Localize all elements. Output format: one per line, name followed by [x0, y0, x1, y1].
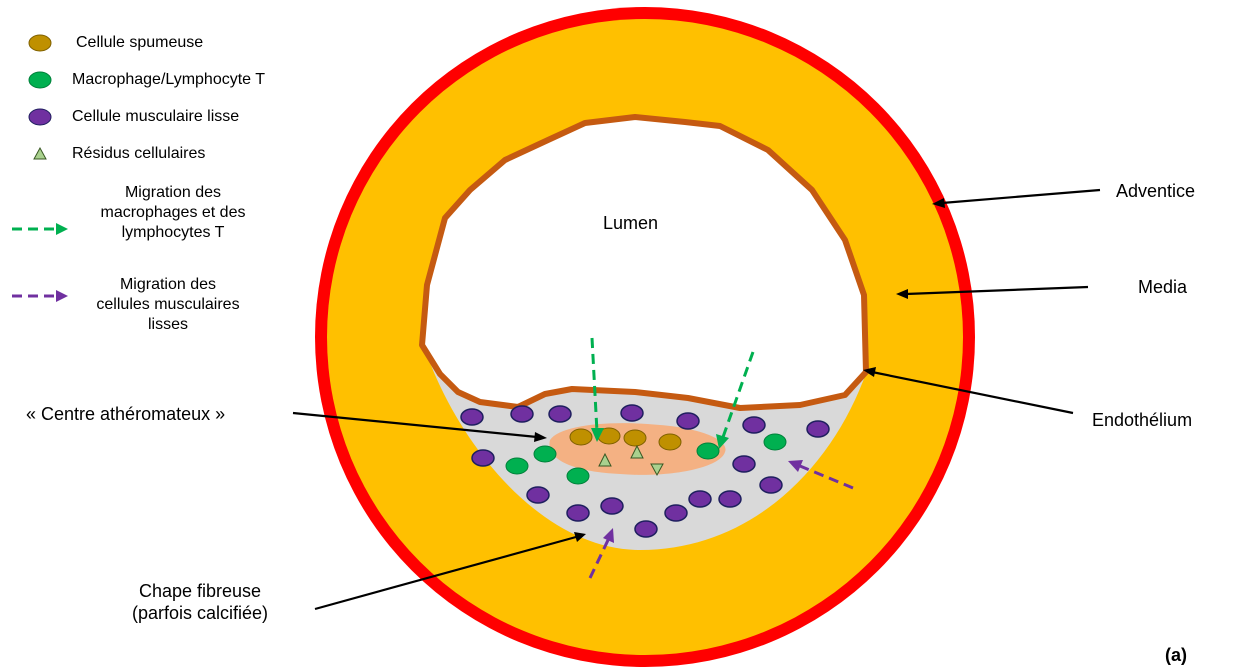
smooth-muscle-cell	[719, 491, 741, 507]
adventice-pointer	[942, 190, 1100, 203]
endothelium-label: Endothélium	[1092, 409, 1192, 431]
foam-cell	[624, 430, 646, 446]
smooth-muscle-cell	[665, 505, 687, 521]
macrophage-cell	[697, 443, 719, 459]
smooth-muscle-cell	[760, 477, 782, 493]
legend-line: macrophages et des	[78, 203, 268, 223]
legend-debris-label: Résidus cellulaires	[72, 144, 205, 164]
macrophage-cell	[506, 458, 528, 474]
smooth-muscle-cell	[807, 421, 829, 437]
legend-line: lymphocytes T	[78, 223, 268, 243]
macrophage-cell	[764, 434, 786, 450]
legend-smc-icon	[29, 109, 51, 125]
smooth-muscle-cell	[689, 491, 711, 507]
smooth-muscle-cell	[511, 406, 533, 422]
arrowhead	[56, 290, 68, 302]
adventice-label: Adventice	[1116, 180, 1195, 202]
smooth-muscle-cell	[743, 417, 765, 433]
legend-debris-icon	[34, 148, 46, 159]
legend-line: Migration des	[78, 183, 268, 203]
smooth-muscle-cell	[567, 505, 589, 521]
arrowhead	[56, 223, 68, 235]
smooth-muscle-cell	[601, 498, 623, 514]
smooth-muscle-cell	[635, 521, 657, 537]
chape-line: (parfois calcifiée)	[100, 602, 300, 624]
legend-line: lisses	[68, 315, 268, 335]
smooth-muscle-cell	[472, 450, 494, 466]
legend-migration-smc-label: Migration des cellules musculaires lisse…	[68, 275, 268, 335]
foam-cell	[570, 429, 592, 445]
smooth-muscle-cell	[461, 409, 483, 425]
legend-macrophage-label: Macrophage/Lymphocyte T	[72, 70, 265, 90]
macrophage-cell	[567, 468, 589, 484]
macrophage-cell	[534, 446, 556, 462]
smooth-muscle-cell	[733, 456, 755, 472]
legend-line: cellules musculaires	[68, 295, 268, 315]
legend-macrophage-icon	[29, 72, 51, 88]
smooth-muscle-cell	[527, 487, 549, 503]
lumen-label: Lumen	[603, 212, 658, 234]
legend-foam-label: Cellule spumeuse	[76, 33, 203, 53]
media-label: Media	[1138, 276, 1187, 298]
smooth-muscle-cell	[677, 413, 699, 429]
smooth-muscle-cell	[621, 405, 643, 421]
figure-label: (a)	[1165, 645, 1187, 666]
legend-foam-icon	[29, 35, 51, 51]
centre-atheromateux-label: « Centre athéromateux »	[26, 403, 225, 425]
legend-migration-macro-label: Migration des macrophages et des lymphoc…	[78, 183, 268, 243]
legend-line: Migration des	[68, 275, 268, 295]
chape-line: Chape fibreuse	[100, 580, 300, 602]
chape-fibreuse-label: Chape fibreuse (parfois calcifiée)	[100, 580, 300, 624]
foam-cell	[659, 434, 681, 450]
legend-smc-label: Cellule musculaire lisse	[72, 107, 239, 127]
smooth-muscle-cell	[549, 406, 571, 422]
